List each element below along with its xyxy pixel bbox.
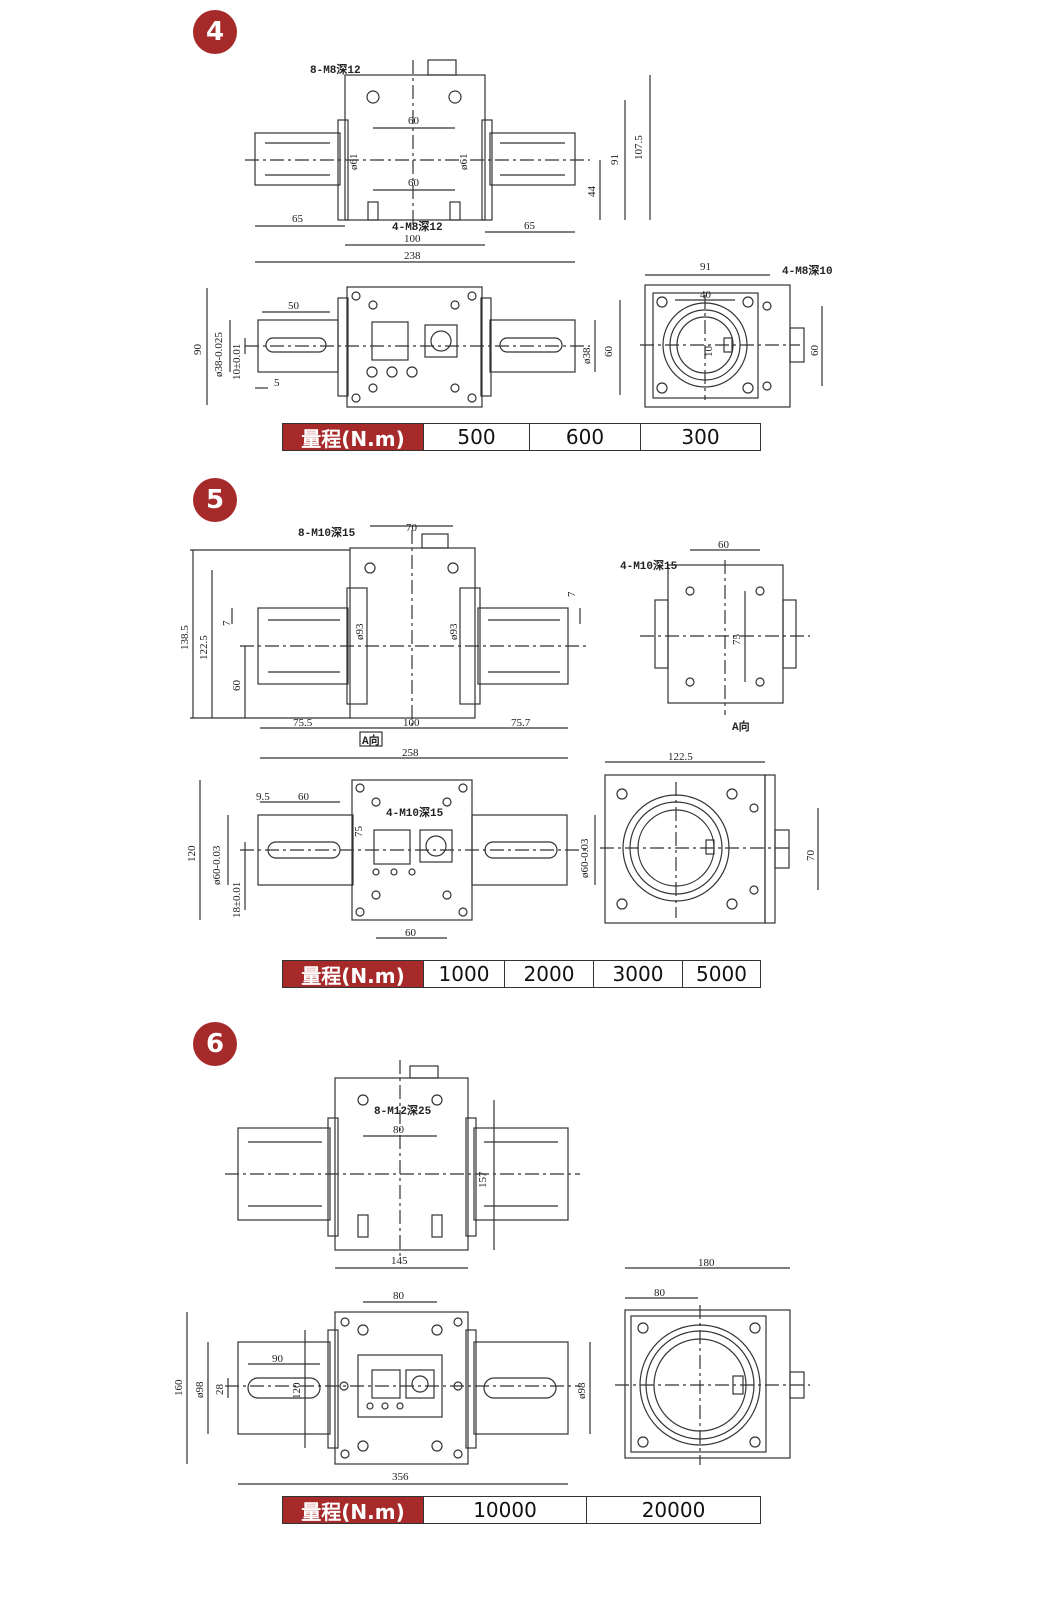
dim-label: 65 bbox=[524, 220, 536, 232]
dim-label: 60 bbox=[231, 680, 243, 692]
dim-label: 5 bbox=[274, 377, 280, 389]
section-6: 6 bbox=[0, 1010, 1050, 1600]
dim-label: A向 bbox=[732, 719, 750, 734]
dim-label: 70 bbox=[406, 522, 418, 534]
range-value: 5000 bbox=[682, 961, 760, 987]
dim-label: ø93 bbox=[448, 623, 460, 640]
dim-label: 80 bbox=[393, 1290, 405, 1302]
dim-label: 60 bbox=[809, 345, 821, 357]
dim-label: 60 bbox=[408, 115, 420, 127]
dim-label: ø61 bbox=[458, 154, 470, 171]
dim-label: 4-M8深12 bbox=[392, 219, 443, 234]
dim-label: 8-M10深15 bbox=[298, 525, 356, 540]
dim-label: 91 bbox=[609, 154, 621, 165]
dim-label: 100 bbox=[404, 233, 421, 245]
range-header: 量程(N.m) bbox=[283, 1497, 423, 1524]
dim-label: 107.5 bbox=[633, 135, 645, 160]
range-header: 量程(N.m) bbox=[283, 961, 423, 988]
dim-label: 356 bbox=[392, 1471, 409, 1483]
range-value: 3000 bbox=[593, 961, 682, 987]
dim-label: 180 bbox=[698, 1257, 715, 1269]
dim-label: 60 bbox=[298, 791, 310, 803]
range-table: 量程(N.m) 500 600 300 bbox=[282, 423, 761, 451]
dim-label: ø60-0.03 bbox=[579, 838, 591, 878]
dim-label: ø98 bbox=[194, 1381, 206, 1398]
technical-drawing-5: 8-M10深15 70 ø93 ø93 138.5 122.5 7 60 75.… bbox=[179, 522, 819, 939]
dim-label: 122.5 bbox=[668, 751, 693, 763]
dim-label: ø93 bbox=[354, 623, 366, 640]
range-table: 量程(N.m) 10000 20000 bbox=[282, 1496, 761, 1524]
dim-label: 120 bbox=[186, 845, 198, 862]
dim-label: 80 bbox=[654, 1287, 666, 1299]
range-value: 1000 bbox=[423, 961, 504, 987]
dim-label: 90 bbox=[192, 344, 204, 356]
dim-label: 75 bbox=[731, 634, 743, 646]
dim-label: 75 bbox=[353, 826, 365, 838]
dim-label: ø98 bbox=[576, 1382, 588, 1399]
section-5: 5 bbox=[0, 470, 1050, 1010]
dim-label: 65 bbox=[292, 213, 304, 225]
range-table: 量程(N.m) 1000 2000 3000 5000 bbox=[282, 960, 761, 988]
dim-label: 7 bbox=[566, 591, 578, 597]
section-number-badge: 4 bbox=[193, 10, 237, 54]
dim-label: A向 bbox=[362, 733, 380, 748]
dim-label: 9.5 bbox=[256, 791, 270, 803]
dim-label: 7 bbox=[221, 620, 233, 626]
section-number-badge: 5 bbox=[193, 478, 237, 522]
range-value: 20000 bbox=[586, 1497, 760, 1523]
dim-label: 160 bbox=[173, 1379, 185, 1396]
dim-label: 10±0.01 bbox=[231, 344, 243, 380]
dim-label: 90 bbox=[272, 1353, 284, 1365]
dim-label: 238 bbox=[404, 250, 421, 262]
dim-label: 60 bbox=[603, 346, 615, 358]
dim-label: 258 bbox=[402, 747, 419, 759]
dim-label: 18±0.01 bbox=[231, 882, 243, 918]
dim-label: 50 bbox=[288, 300, 300, 312]
dim-label: 80 bbox=[393, 1124, 405, 1136]
dim-label: 75.5 bbox=[293, 717, 313, 729]
dim-label: 40 bbox=[700, 289, 712, 301]
section-4: 4 bbox=[0, 0, 1050, 470]
dim-label: 8-M8深12 bbox=[310, 62, 361, 77]
dim-label: ø61 bbox=[348, 154, 360, 171]
dim-label: 120 bbox=[291, 1382, 303, 1399]
dim-label: ø38 bbox=[581, 347, 593, 364]
dim-label: 75.7 bbox=[511, 717, 531, 729]
range-value: 300 bbox=[640, 424, 760, 450]
dim-label: 145 bbox=[391, 1255, 408, 1267]
range-value: 2000 bbox=[504, 961, 593, 987]
technical-drawing-4: 8-M8深12 60 ø61 ø61 60 4-M8深12 65 100 65 … bbox=[192, 59, 833, 408]
dim-label: 138.5 bbox=[179, 625, 191, 650]
dim-label: 10 bbox=[703, 346, 715, 358]
dim-label: 70 bbox=[805, 850, 817, 862]
dim-label: 100 bbox=[403, 717, 420, 729]
dim-label: 4-M10深15 bbox=[620, 558, 678, 573]
dim-label: ø38-0.025 bbox=[213, 332, 225, 377]
dim-label: 28 bbox=[214, 1384, 226, 1396]
dim-label: 122.5 bbox=[198, 635, 210, 660]
dim-label: 44 bbox=[586, 186, 598, 198]
range-value: 600 bbox=[529, 424, 640, 450]
dim-label: 4-M8深10 bbox=[782, 263, 833, 278]
dim-label: ø60-0.03 bbox=[211, 845, 223, 885]
section-number-badge: 6 bbox=[193, 1022, 237, 1066]
dim-label: 157 bbox=[477, 1171, 489, 1188]
dim-label: 60 bbox=[718, 539, 730, 551]
dim-label: 4-M10深15 bbox=[386, 805, 444, 820]
dim-label: 60 bbox=[405, 927, 417, 939]
range-value: 500 bbox=[423, 424, 529, 450]
range-value: 10000 bbox=[423, 1497, 586, 1523]
technical-drawing-6: 8-M12深25 80 157 145 80 90 160 ø98 28 120… bbox=[173, 1060, 810, 1485]
range-header: 量程(N.m) bbox=[283, 424, 423, 451]
dim-label: 8-M12深25 bbox=[374, 1103, 432, 1118]
dim-label: 60 bbox=[408, 177, 420, 189]
dim-label: 91 bbox=[700, 261, 711, 273]
